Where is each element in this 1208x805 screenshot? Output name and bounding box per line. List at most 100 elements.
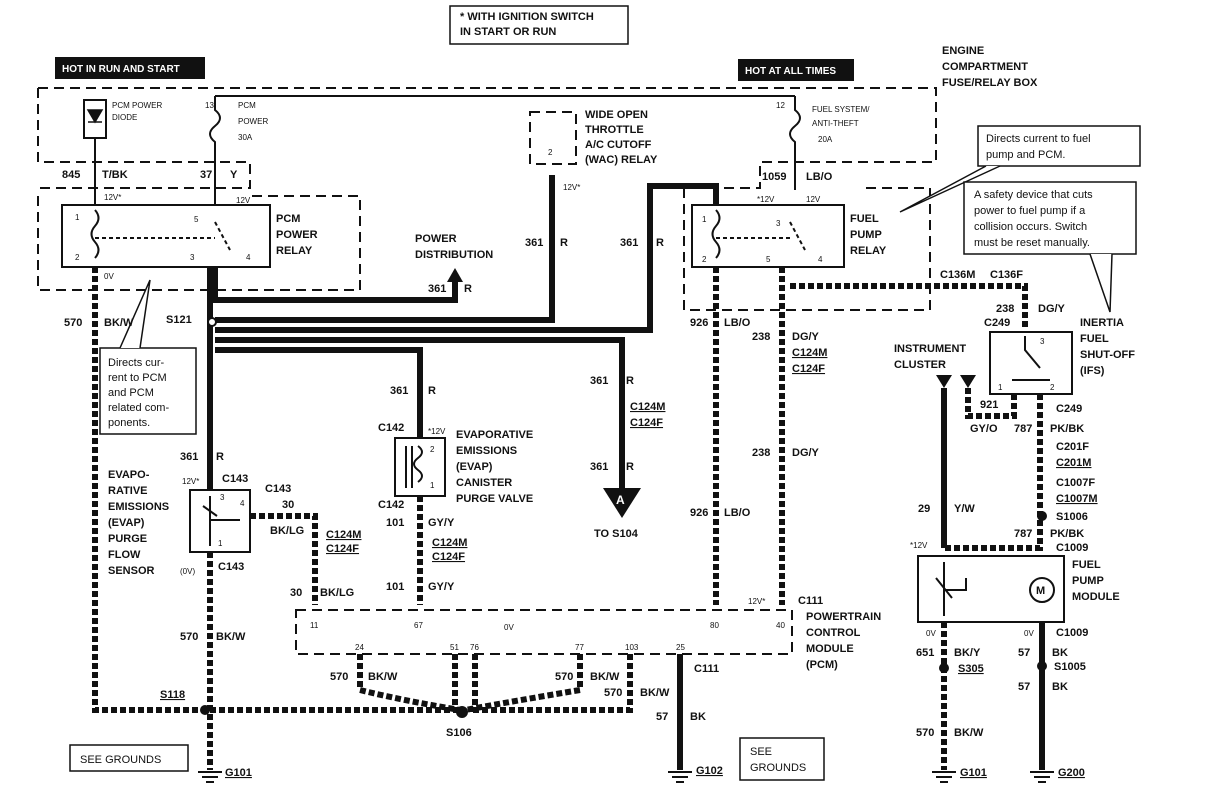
v-evap-sensor-0v: (0V)	[180, 567, 195, 576]
wire-361-s104	[215, 337, 625, 490]
w926b-num: 926	[690, 507, 708, 519]
evap-sensor-label6: FLOW	[108, 549, 141, 561]
hot-all-times-text: HOT AT ALL TIMES	[745, 66, 836, 77]
fuel-fuse-line2: ANTI-THEFT	[812, 119, 859, 128]
v-fuel-relay-l: *12V	[757, 195, 775, 204]
pcm-relay-switch-icon	[95, 221, 231, 251]
fuel-relay-label2: PUMP	[850, 229, 882, 241]
c124m-30: C124M	[326, 529, 361, 541]
fuse-box-line1: ENGINE	[942, 45, 984, 57]
w570-pcm-b-color: BK/W	[590, 671, 620, 683]
c1009-top: C1009	[1056, 542, 1088, 554]
w57b-num: 57	[1018, 681, 1030, 693]
pcm-relay-pin5: 5	[194, 215, 199, 224]
pcm-pin77: 77	[575, 643, 584, 652]
wire-361-fuel-relay	[215, 183, 719, 333]
w37-color: Y	[230, 169, 238, 181]
w361-s104-num: 361	[590, 375, 608, 387]
pcm-pin24: 24	[355, 643, 364, 652]
w570-left-num: 570	[64, 317, 82, 329]
w101b-color: GY/Y	[428, 581, 455, 593]
ifs-label3: SHUT-OFF	[1080, 349, 1135, 361]
c201f-label: C201F	[1056, 441, 1089, 453]
s106-label: S106	[446, 727, 472, 739]
w921-color: GY/O	[970, 423, 998, 435]
evap-sensor-potentiometer-icon	[202, 496, 240, 546]
s1006-label: S1006	[1056, 511, 1088, 523]
pcm-label1: POWERTRAIN	[806, 611, 881, 623]
g101-left: G101	[225, 767, 252, 779]
inertia-switch-icon	[1012, 336, 1050, 381]
evap-valve-solenoid-icon	[405, 445, 423, 488]
v-fuel-module: *12V	[910, 541, 928, 550]
pcm-fuse-line1: PCM	[238, 101, 256, 110]
wac-relay-box	[529, 111, 577, 165]
fuel-relay-pin4: 4	[818, 255, 823, 264]
instrument-label2: CLUSTER	[894, 359, 946, 371]
w238-color: DG/Y	[792, 331, 820, 343]
w361-sensor-num: 361	[180, 451, 198, 463]
pcm-pin67: 67	[414, 621, 423, 630]
inertia-note-pointer	[1089, 253, 1113, 313]
pcm-relay-label1: PCM	[276, 213, 300, 225]
evap-sensor-label2: RATIVE	[108, 485, 148, 497]
w30b-num: 30	[290, 587, 302, 599]
fuel-fuse-icon	[789, 96, 801, 190]
wire-238-inertia	[790, 283, 1028, 330]
c124m-101: C124M	[432, 537, 467, 549]
c143-top: C143	[222, 473, 248, 485]
pcm-note-line4: related com-	[108, 402, 169, 414]
w1059-num: 1059	[762, 171, 786, 183]
g101-right: G101	[960, 767, 987, 779]
see-grounds-mid-box	[739, 737, 825, 781]
fuel-pump-note-box	[977, 125, 1141, 167]
s305-label: S305	[958, 663, 984, 675]
w101-num: 101	[386, 517, 404, 529]
w361-s104b-num: 361	[590, 461, 608, 473]
c201m-label: C201M	[1056, 457, 1091, 469]
w845-num: 845	[62, 169, 80, 181]
pcm-pin11: 11	[310, 621, 319, 630]
c1009-bottom: C1009	[1056, 627, 1088, 639]
pcm-0v: 0V	[504, 623, 514, 632]
evap-valve-label1: EVAPORATIVE	[456, 429, 533, 441]
w361-fr-color: R	[656, 237, 664, 249]
ifs-label4: (IFS)	[1080, 365, 1105, 377]
evap-valve-pin2: 2	[430, 445, 435, 454]
w570-sensor-color: BK/W	[216, 631, 246, 643]
w651-color: BK/Y	[954, 647, 981, 659]
evap-valve-label5: PURGE VALVE	[456, 493, 533, 505]
connector-a-label: A	[616, 493, 625, 507]
power-dist-arrow-icon	[447, 268, 463, 282]
c142-top: C142	[378, 422, 404, 434]
c111-bottom: C111	[694, 663, 719, 675]
c124f-101: C124F	[432, 551, 465, 563]
ignition-note-line1: * WITH IGNITION SWITCH	[460, 11, 594, 23]
w570-left-color: BK/W	[104, 317, 134, 329]
w361-pd-num: 361	[428, 283, 446, 295]
wac-label4: (WAC) RELAY	[585, 154, 658, 166]
ifs-pin2: 2	[1050, 383, 1055, 392]
pcm-feed-wires	[94, 138, 216, 205]
pcm-relay-pin4: 4	[246, 253, 251, 262]
inertia-note-line3: collision occurs. Switch	[974, 221, 1087, 233]
pcm-relay-pin1: 1	[75, 213, 80, 222]
w57-s1005-color: BK	[1052, 647, 1068, 659]
pcm-fuse-line2: POWER	[238, 117, 268, 126]
wac-label1: WIDE OPEN	[585, 109, 648, 121]
pcm-label4: (PCM)	[806, 659, 838, 671]
ifs-pin3: 3	[1040, 337, 1045, 346]
wac-label3: A/C CUTOFF	[585, 139, 652, 151]
w921-num: 921	[980, 399, 998, 411]
w238b-color: DG/Y	[792, 447, 820, 459]
ground-g200-icon	[1030, 771, 1054, 783]
motor-letter: M	[1036, 585, 1045, 597]
evap-sensor-pin4: 4	[240, 499, 245, 508]
w238-ifs-color: DG/Y	[1038, 303, 1066, 315]
ground-g101-right-icon	[932, 771, 956, 783]
fuel-pump-note-line1: Directs current to fuel	[986, 133, 1091, 145]
pcm-note-line2: rent to PCM	[108, 372, 167, 384]
c142-bottom: C142	[378, 499, 404, 511]
pcm-relay-outline	[37, 195, 361, 291]
fuel-module-label1: FUEL	[1072, 559, 1101, 571]
